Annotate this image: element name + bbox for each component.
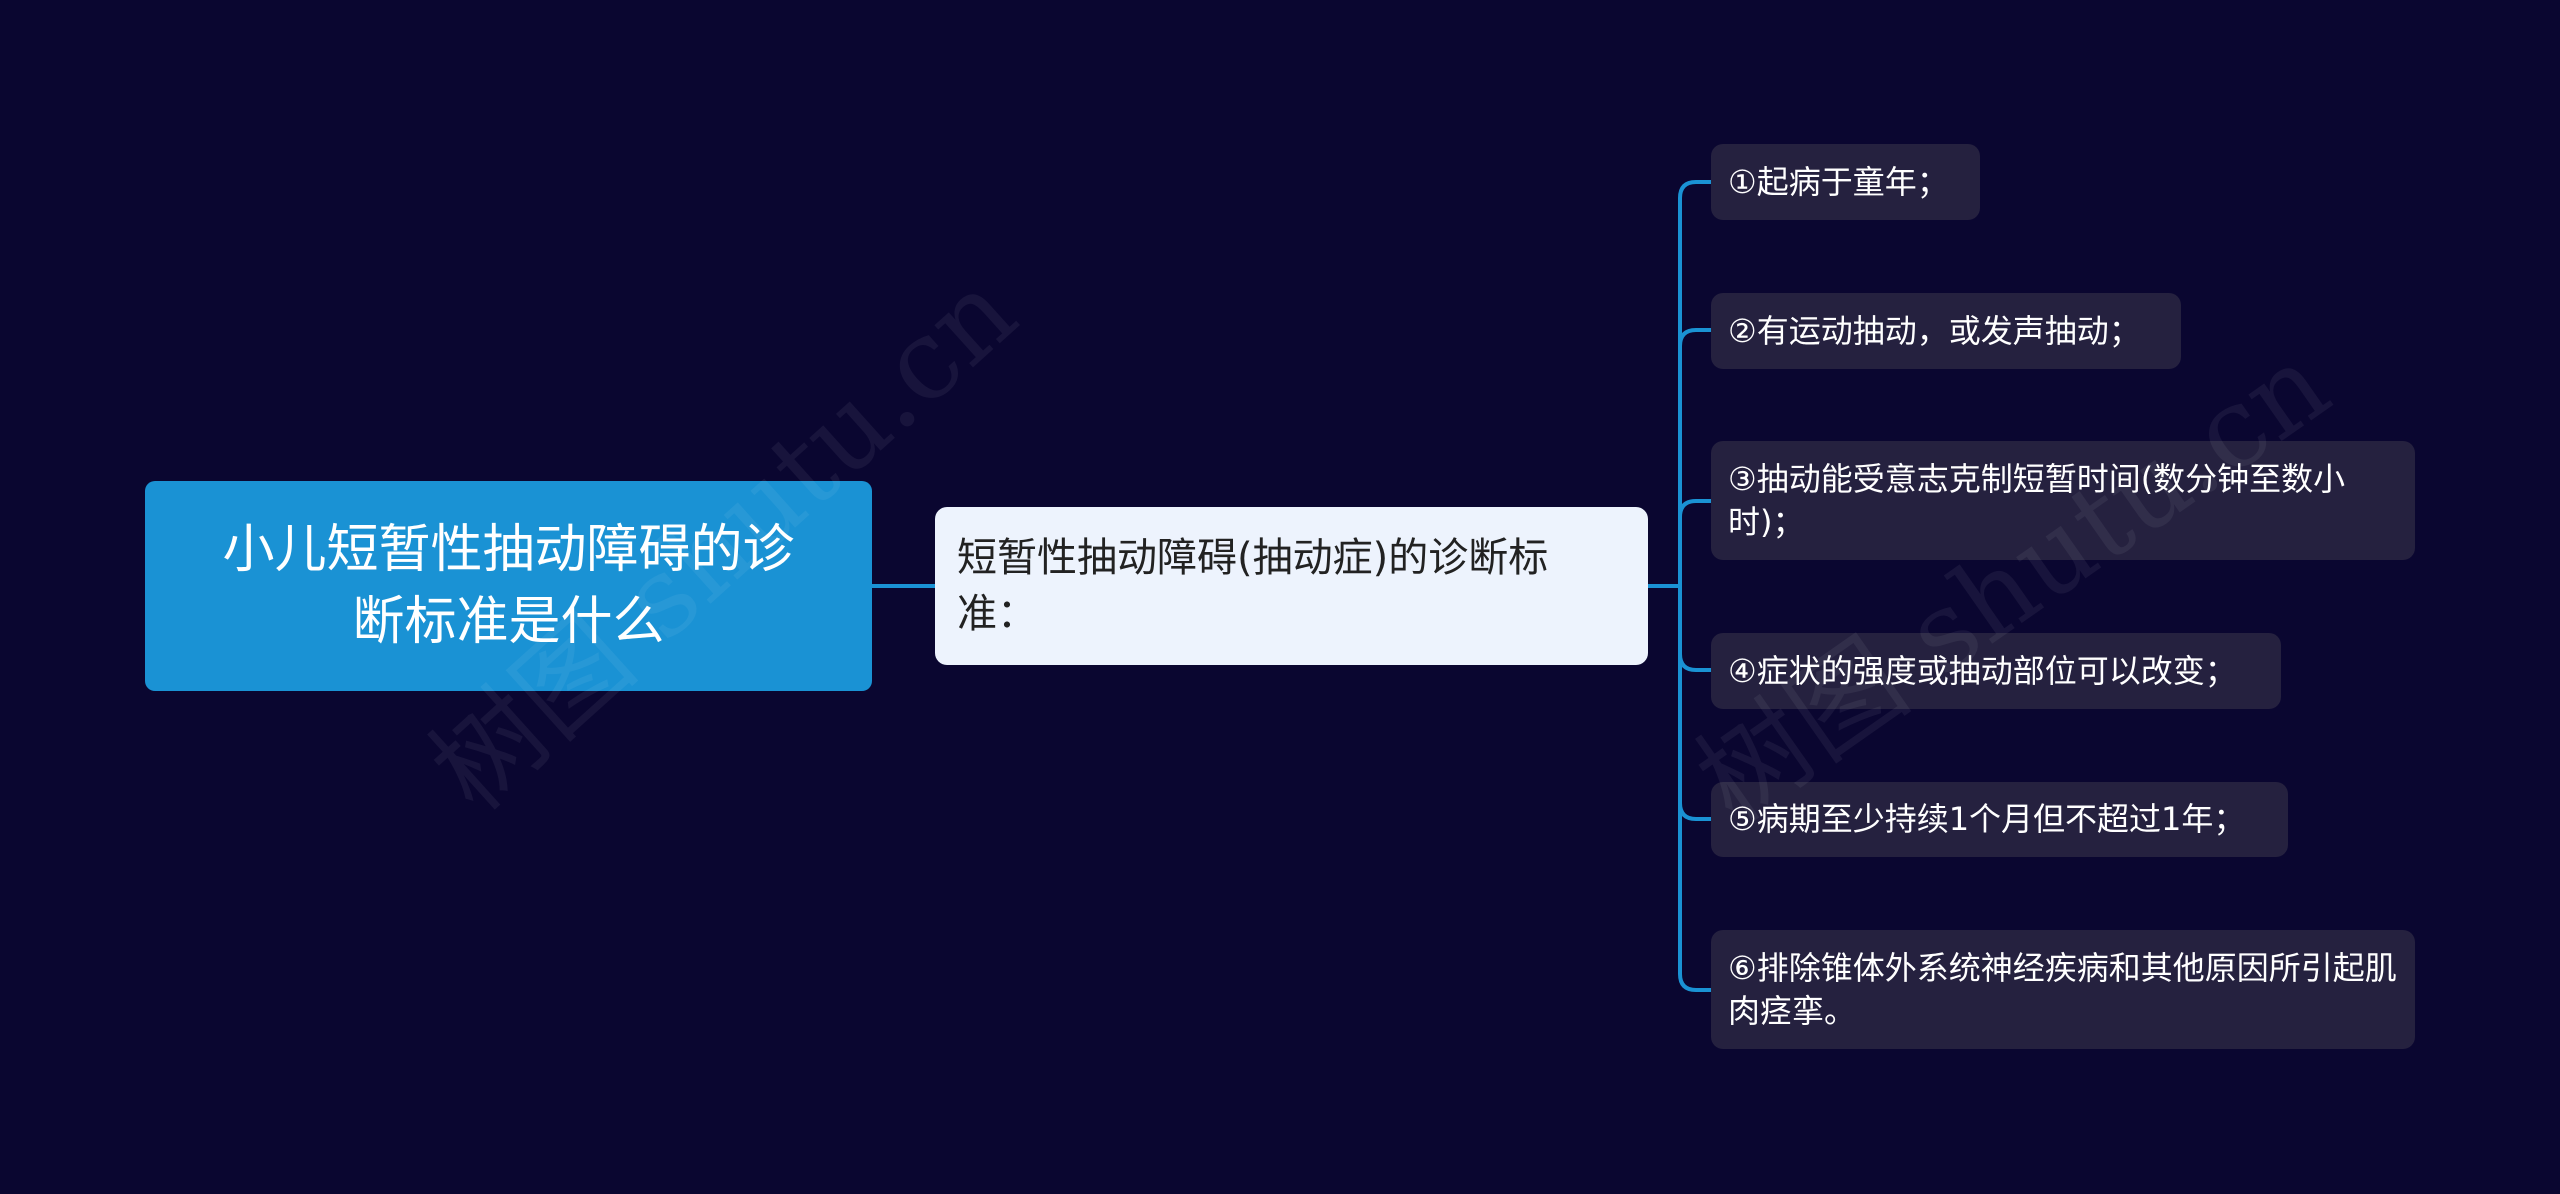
leaf-text: ②有运动抽动，或发声抽动；: [1728, 311, 2141, 350]
branch-topic-node[interactable]: 短暂性抽动障碍(抽动症)的诊断标 准：: [935, 507, 1648, 665]
leaf-node-5[interactable]: ⑤病期至少持续1个月但不超过1年；: [1711, 782, 2288, 857]
branch-topic-line-2: 准：: [957, 591, 1037, 637]
root-topic-line-1: 小儿短暂性抽动障碍的诊: [222, 520, 795, 580]
branch-topic-line-1: 短暂性抽动障碍(抽动症)的诊断标: [957, 535, 1549, 581]
root-topic-text: 小儿短暂性抽动障碍的诊 断标准是什么: [222, 514, 794, 658]
leaf-node-4[interactable]: ④症状的强度或抽动部位可以改变；: [1711, 633, 2281, 709]
leaf-node-2[interactable]: ②有运动抽动，或发声抽动；: [1711, 293, 2181, 369]
leaf-node-3[interactable]: ③抽动能受意志克制短暂时间(数分钟至数小时)；: [1711, 441, 2415, 560]
leaf-text: ①起病于童年；: [1728, 162, 1949, 201]
leaf-text: ③抽动能受意志克制短暂时间(数分钟至数小时)；: [1728, 459, 2346, 541]
leaf-node-6[interactable]: ⑥排除锥体外系统神经疾病和其他原因所引起肌肉痉挛。: [1711, 930, 2415, 1049]
leaf-text: ⑤病期至少持续1个月但不超过1年；: [1728, 800, 2246, 838]
leaf-node-1[interactable]: ①起病于童年；: [1711, 144, 1980, 220]
leaf-text: ④症状的强度或抽动部位可以改变；: [1728, 651, 2237, 690]
root-topic-line-2: 断标准是什么: [352, 592, 665, 652]
leaf-text: ⑥排除锥体外系统神经疾病和其他原因所引起肌肉痉挛。: [1728, 948, 2397, 1030]
branch-topic-text: 短暂性抽动障碍(抽动症)的诊断标 准：: [957, 530, 1548, 642]
root-topic-node[interactable]: 小儿短暂性抽动障碍的诊 断标准是什么: [145, 481, 872, 691]
